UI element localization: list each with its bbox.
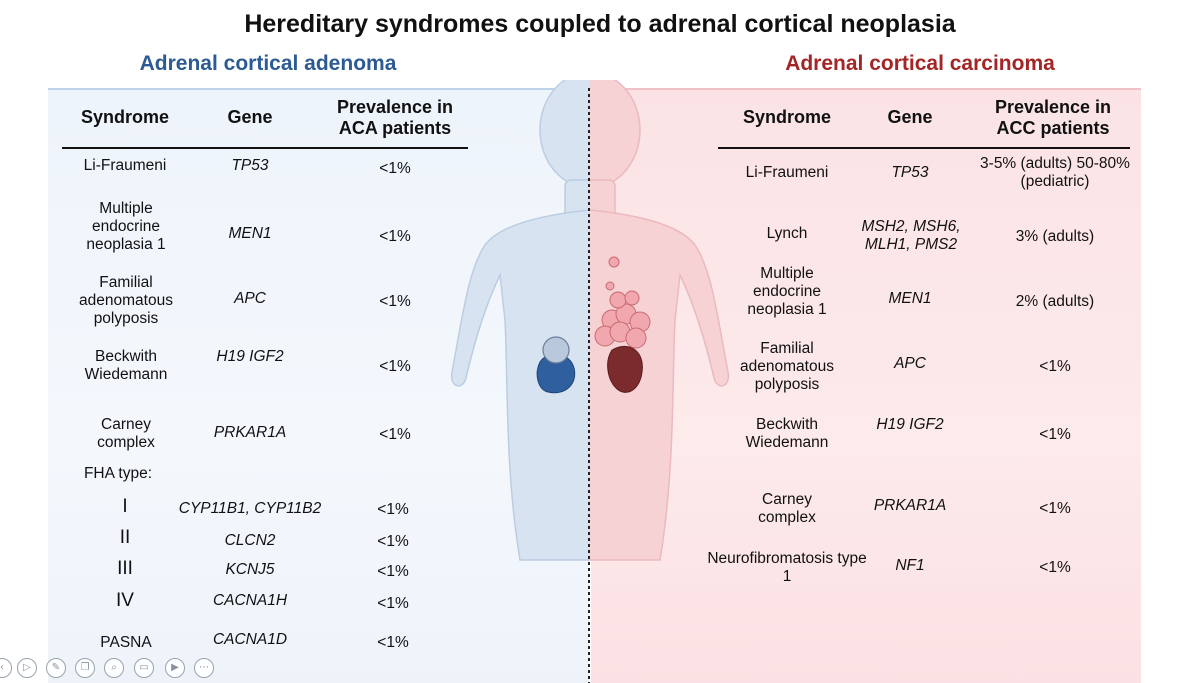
right-row-prevalence: 3-5% (adults) 50-80% (pediatric) (980, 155, 1130, 190)
left-row-gene: TP53 (231, 157, 269, 174)
left-row-syndrome: Familial adenomatous polyposis (79, 274, 173, 327)
fha-type-numeral: II (119, 527, 131, 548)
right-row-prevalence: 3% (adults) (1015, 228, 1095, 245)
left-row-prevalence: <1% (379, 293, 411, 310)
adenoma-subtitle: Adrenal cortical adenoma (139, 52, 397, 75)
fha-type-label: FHA type: (83, 465, 153, 482)
right-row-prevalence: 2% (adults) (1015, 293, 1095, 310)
left-row-gene: CACNA1D (212, 631, 288, 648)
right-row-syndrome: Beckwith Wiedemann (745, 416, 829, 451)
right-row-gene: PRKAR1A (873, 497, 947, 514)
fha-type-gene: CLCN2 (224, 532, 276, 549)
right-row-syndrome: Lynch (766, 225, 808, 242)
left-header-gene: Gene (227, 107, 273, 127)
right-row-syndrome: Neurofibromatosis type 1 (707, 550, 867, 585)
left-row-gene: MEN1 (228, 225, 272, 242)
right-header-rule (718, 147, 1130, 149)
fha-type-prevalence: <1% (377, 501, 409, 518)
right-row-syndrome: Li-Fraumeni (745, 164, 829, 181)
fha-type-prevalence: <1% (377, 533, 409, 550)
right-row-prevalence: <1% (1039, 500, 1071, 517)
right-header-syndrome: Syndrome (742, 107, 832, 127)
fha-type-prevalence: <1% (377, 595, 409, 612)
right-row-gene: APC (894, 355, 926, 372)
left-header-syndrome: Syndrome (80, 107, 170, 127)
right-header-gene: Gene (887, 107, 933, 127)
right-row-prevalence: <1% (1039, 426, 1071, 443)
fha-type-numeral: III (117, 558, 133, 579)
copy-icon[interactable]: ❐ (75, 658, 95, 678)
left-header-prevalence: Prevalence in ACA patients (336, 97, 454, 138)
left-row-prevalence: <1% (379, 426, 411, 443)
left-header-rule (62, 147, 468, 149)
right-row-syndrome: Carney complex (758, 491, 816, 526)
video-icon[interactable]: ▶ (165, 658, 185, 678)
right-header-prevalence: Prevalence in ACC patients (994, 97, 1112, 138)
carcinoma-subtitle: Adrenal cortical carcinoma (785, 52, 1055, 75)
slide-title: Hereditary syndromes coupled to adrenal … (244, 10, 956, 38)
fha-type-gene: CACNA1H (212, 592, 288, 609)
pen-icon[interactable]: ✎ (46, 658, 66, 678)
right-row-gene: TP53 (891, 164, 929, 181)
right-row-syndrome: Multiple endocrine neoplasia 1 (747, 265, 827, 318)
right-row-gene: NF1 (895, 557, 925, 574)
fha-type-gene: KCNJ5 (225, 561, 275, 578)
left-row-prevalence: <1% (379, 228, 411, 245)
left-row-syndrome: Beckwith Wiedemann (84, 348, 168, 383)
fha-type-numeral: I (122, 496, 128, 517)
right-row-gene: H19 IGF2 (876, 416, 944, 433)
fha-type-prevalence: <1% (377, 563, 409, 580)
play-icon[interactable]: ▷ (17, 658, 37, 678)
screen-icon[interactable]: ▭ (134, 658, 154, 678)
left-row-prevalence: <1% (377, 634, 409, 651)
left-row-gene: PRKAR1A (213, 424, 287, 441)
more-icon[interactable]: ⋯ (194, 658, 214, 678)
previous-icon[interactable]: ‹ (0, 658, 12, 678)
left-row-syndrome: Multiple endocrine neoplasia 1 (86, 200, 166, 253)
presentation-toolbar: ‹ ▷ ✎ ❐ ⌕ ▭ ▶ ⋯ (0, 654, 220, 682)
left-row-syndrome: Li-Fraumeni (83, 157, 167, 174)
left-row-gene: H19 IGF2 (216, 348, 284, 365)
fha-type-numeral: IV (116, 590, 134, 611)
left-row-syndrome: PASNA (100, 634, 152, 651)
left-row-prevalence: <1% (379, 160, 411, 177)
zoom-icon[interactable]: ⌕ (104, 658, 124, 678)
right-row-syndrome: Familial adenomatous polyposis (740, 340, 834, 393)
fha-type-gene: CYP11B1, CYP11B2 (178, 500, 322, 517)
left-row-syndrome: Carney complex (97, 416, 155, 451)
left-row-prevalence: <1% (379, 358, 411, 375)
right-row-prevalence: <1% (1039, 559, 1071, 576)
left-row-gene: APC (234, 290, 266, 307)
right-row-gene: MEN1 (888, 290, 932, 307)
right-row-gene: MSH2, MSH6, MLH1, PMS2 (861, 218, 961, 253)
right-row-prevalence: <1% (1039, 358, 1071, 375)
